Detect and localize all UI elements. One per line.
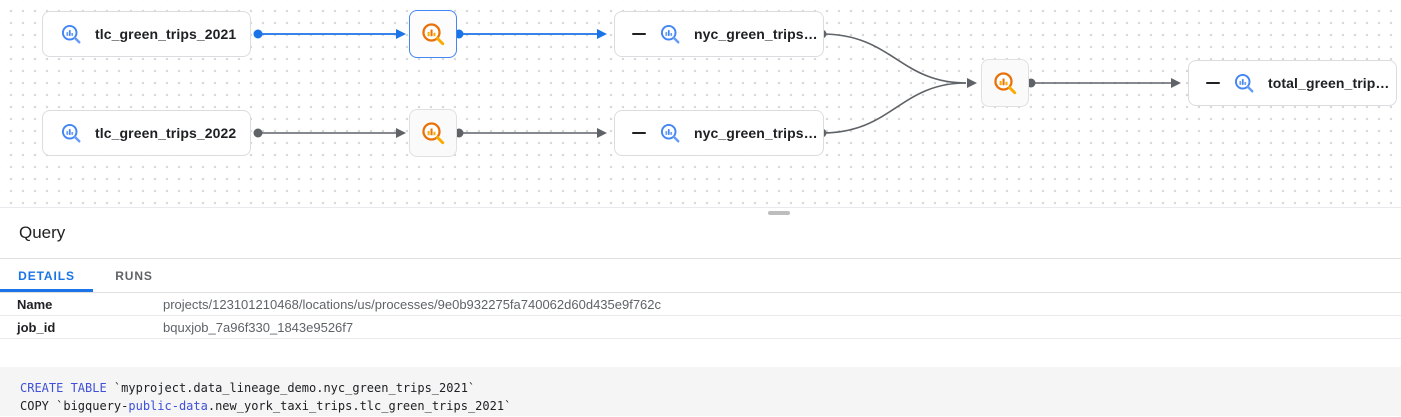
edge-source-dot-selected bbox=[253, 29, 263, 39]
edge-nyc2021-merge bbox=[821, 33, 967, 84]
node-total-green-trips[interactable]: total_green_trip… bbox=[1188, 60, 1397, 106]
sql-keyword: CREATE TABLE bbox=[20, 381, 107, 395]
tab-runs[interactable]: RUNS bbox=[115, 268, 153, 283]
node-process-query-2021[interactable] bbox=[409, 10, 457, 58]
node-label: nyc_green_trips… bbox=[694, 125, 818, 141]
node-label: tlc_green_trips_2022 bbox=[95, 125, 237, 141]
sql-text: .new_york_taxi_trips.tlc_green_trips_202… bbox=[207, 399, 512, 413]
query-process-icon bbox=[420, 21, 446, 47]
node-tlc-green-trips-2022[interactable]: tlc_green_trips_2022 bbox=[42, 110, 251, 156]
edge-arrowhead-selected bbox=[597, 29, 607, 39]
sql-code-block: CREATE TABLE `myproject.data_lineage_dem… bbox=[0, 367, 1401, 416]
lineage-graph-canvas[interactable]: tlc_green_trips_2021 nyc_green_trips… tl… bbox=[0, 0, 1401, 208]
edge-arrowhead bbox=[967, 78, 977, 88]
node-process-query-merge[interactable] bbox=[981, 59, 1029, 107]
table-row-name: Name projects/123101210468/locations/us/… bbox=[0, 293, 1401, 316]
sql-line-2: COPY `bigquery-public-data.new_york_taxi… bbox=[20, 397, 1401, 415]
row-value: projects/123101210468/locations/us/proce… bbox=[163, 296, 662, 312]
collapse-icon[interactable] bbox=[632, 24, 646, 44]
sql-text: COPY `bigquery- bbox=[20, 399, 129, 413]
row-label: Name bbox=[17, 296, 53, 312]
tab-bar: DETAILS RUNS bbox=[0, 259, 1401, 293]
edge-arrowhead bbox=[396, 128, 406, 138]
collapse-icon[interactable] bbox=[1206, 73, 1220, 93]
sql-keyword: public-data bbox=[128, 399, 208, 413]
tab-details[interactable]: DETAILS bbox=[0, 259, 93, 292]
row-label: job_id bbox=[17, 319, 56, 335]
node-label: tlc_green_trips_2021 bbox=[95, 26, 237, 42]
node-tlc-green-trips-2021[interactable]: tlc_green_trips_2021 bbox=[42, 11, 251, 57]
edge-arrowhead bbox=[1171, 78, 1181, 88]
panel-drag-handle[interactable] bbox=[768, 211, 790, 215]
node-nyc-green-trips-2021[interactable]: nyc_green_trips… bbox=[614, 11, 824, 57]
node-label: total_green_trip… bbox=[1268, 75, 1390, 91]
table-row-job-id: job_id bquxjob_7a96f330_1843e9526f7 bbox=[0, 316, 1401, 339]
node-label: nyc_green_trips… bbox=[694, 26, 818, 42]
query-process-icon bbox=[420, 120, 446, 146]
panel-title: Query bbox=[19, 223, 66, 242]
edge-arrowhead bbox=[597, 128, 607, 138]
bigquery-table-icon bbox=[1233, 72, 1255, 94]
collapse-icon[interactable] bbox=[632, 123, 646, 143]
bigquery-table-icon bbox=[659, 23, 681, 45]
sql-text: `myproject.data_lineage_demo.nyc_green_t… bbox=[106, 381, 476, 395]
edge-source-dot bbox=[253, 128, 263, 138]
bigquery-table-icon bbox=[60, 23, 82, 45]
edge-nyc2022-merge bbox=[821, 82, 967, 134]
bigquery-table-icon bbox=[60, 122, 82, 144]
row-value: bquxjob_7a96f330_1843e9526f7 bbox=[163, 319, 354, 335]
query-panel-header: Query bbox=[0, 208, 1401, 259]
query-process-icon bbox=[992, 70, 1018, 96]
panel-spacer bbox=[0, 339, 1401, 367]
node-process-query-2022[interactable] bbox=[409, 109, 457, 157]
edge-arrowhead-selected bbox=[396, 29, 406, 39]
sql-line-1: CREATE TABLE `myproject.data_lineage_dem… bbox=[20, 379, 1401, 397]
node-nyc-green-trips-2022[interactable]: nyc_green_trips… bbox=[614, 110, 824, 156]
bigquery-table-icon bbox=[659, 122, 681, 144]
details-table: Name projects/123101210468/locations/us/… bbox=[0, 293, 1401, 339]
